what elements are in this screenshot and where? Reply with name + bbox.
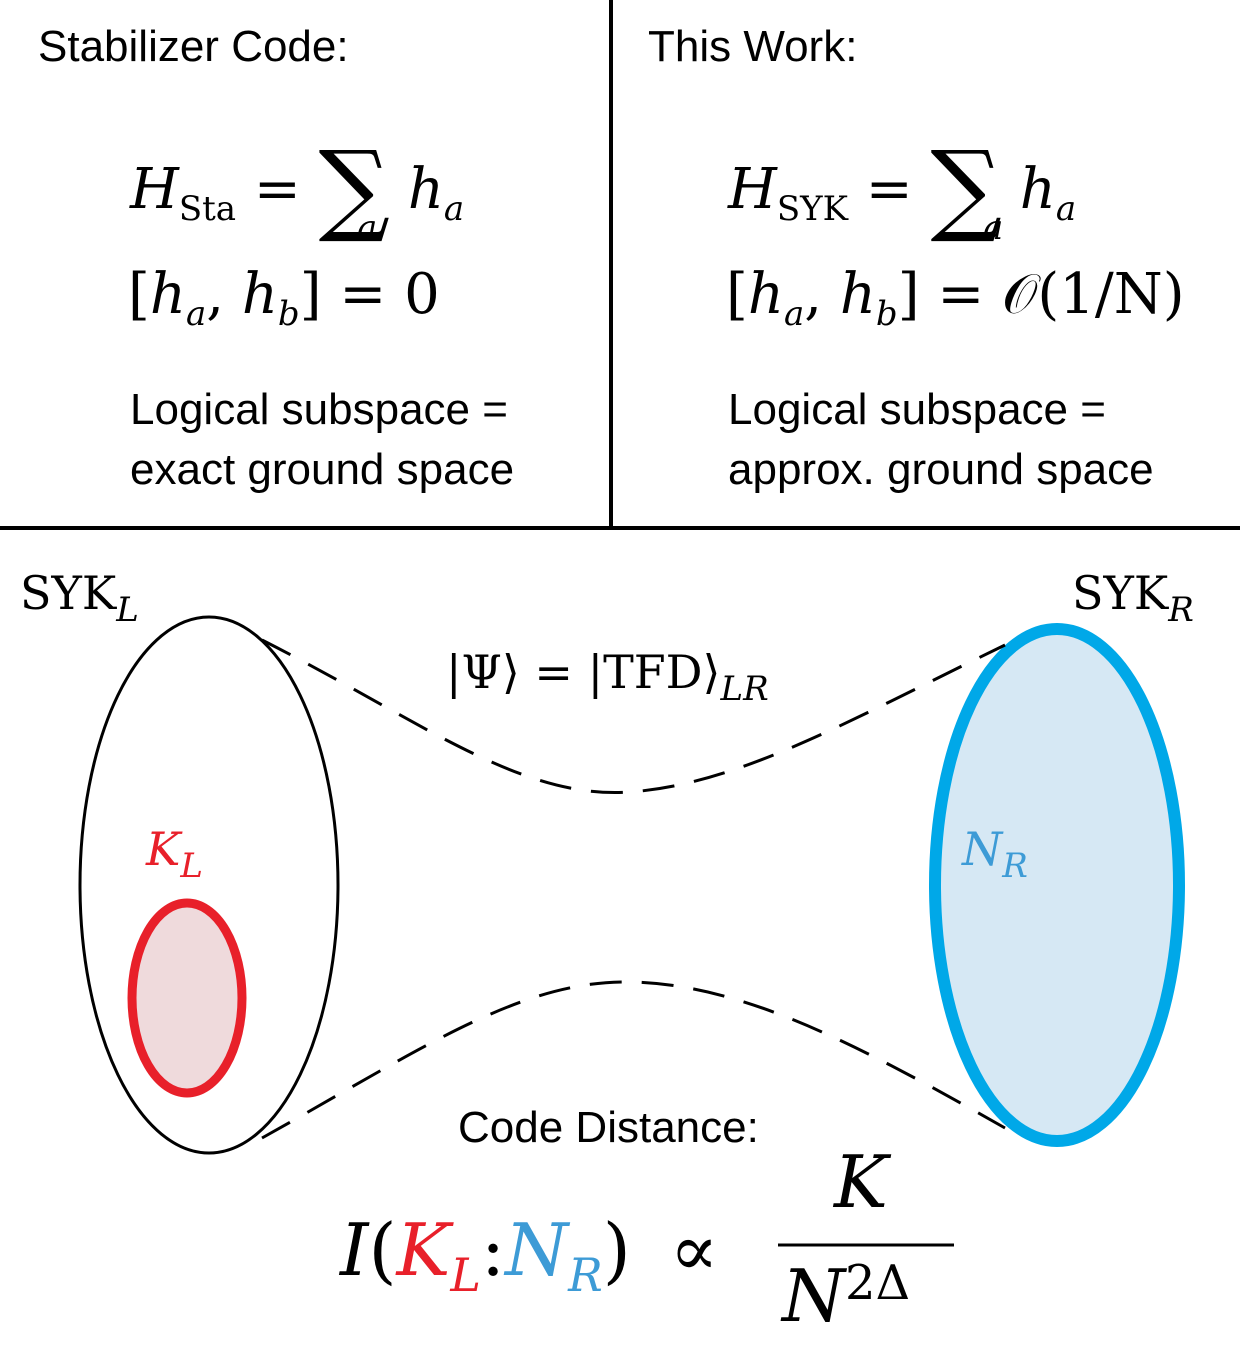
syk-left-ellipse <box>78 615 340 1155</box>
tfd-state-label: |Ψ⟩ = |TFD⟩LR <box>446 645 769 709</box>
n-right-label: NR <box>962 822 1028 886</box>
fraction-numerator: K <box>834 1140 888 1224</box>
vertical-divider <box>609 0 613 530</box>
commutator-rhs: = 0 <box>339 262 440 327</box>
fraction-denominator: N2Δ <box>782 1254 911 1338</box>
left-commutator: [ha, hb] = 0 <box>128 262 440 334</box>
code-distance-label: Code Distance: <box>458 1103 759 1152</box>
right-hamiltonian: HSYK = ∑ ha <box>728 129 1077 246</box>
right-sum-index: a <box>983 208 1004 248</box>
commutator-rhs: = 𝒪(1/N) <box>937 262 1185 327</box>
k-left-label: KL <box>146 822 203 886</box>
syk-left-label: SYKL <box>20 566 139 630</box>
k-left-ellipse <box>127 898 247 1098</box>
sum-symbol: ∑ <box>930 129 1002 246</box>
sum-symbol: ∑ <box>318 129 391 246</box>
right-commutator: [ha, hb] = 𝒪(1/N) <box>726 262 1185 334</box>
propto-symbol: ∝ <box>669 1208 719 1292</box>
term-symbol: h <box>407 157 444 222</box>
horizontal-divider <box>0 526 1240 530</box>
equals-sign: = <box>253 157 301 222</box>
syk-right-label: SYKR <box>1072 566 1194 630</box>
h-symbol: H <box>130 157 179 222</box>
left-hamiltonian: HSta = ∑ ha <box>130 124 465 238</box>
term-subscript: a <box>443 189 465 229</box>
left-panel-heading: Stabilizer Code: <box>38 22 349 71</box>
left-sum-index: a <box>357 208 378 248</box>
left-logical-line2: exact ground space <box>130 445 515 494</box>
h-subscript: Sta <box>178 189 237 229</box>
exponent: 2Δ <box>845 1255 911 1311</box>
right-logical-line1: Logical subspace = <box>728 385 1106 434</box>
mutual-information-formula: I(KL:NR) ∝ <box>340 1208 719 1302</box>
syk-right-ellipse <box>929 623 1185 1147</box>
left-logical-line1: Logical subspace = <box>130 385 508 434</box>
right-panel-heading: This Work: <box>648 22 858 71</box>
right-logical-line2: approx. ground space <box>728 445 1154 494</box>
